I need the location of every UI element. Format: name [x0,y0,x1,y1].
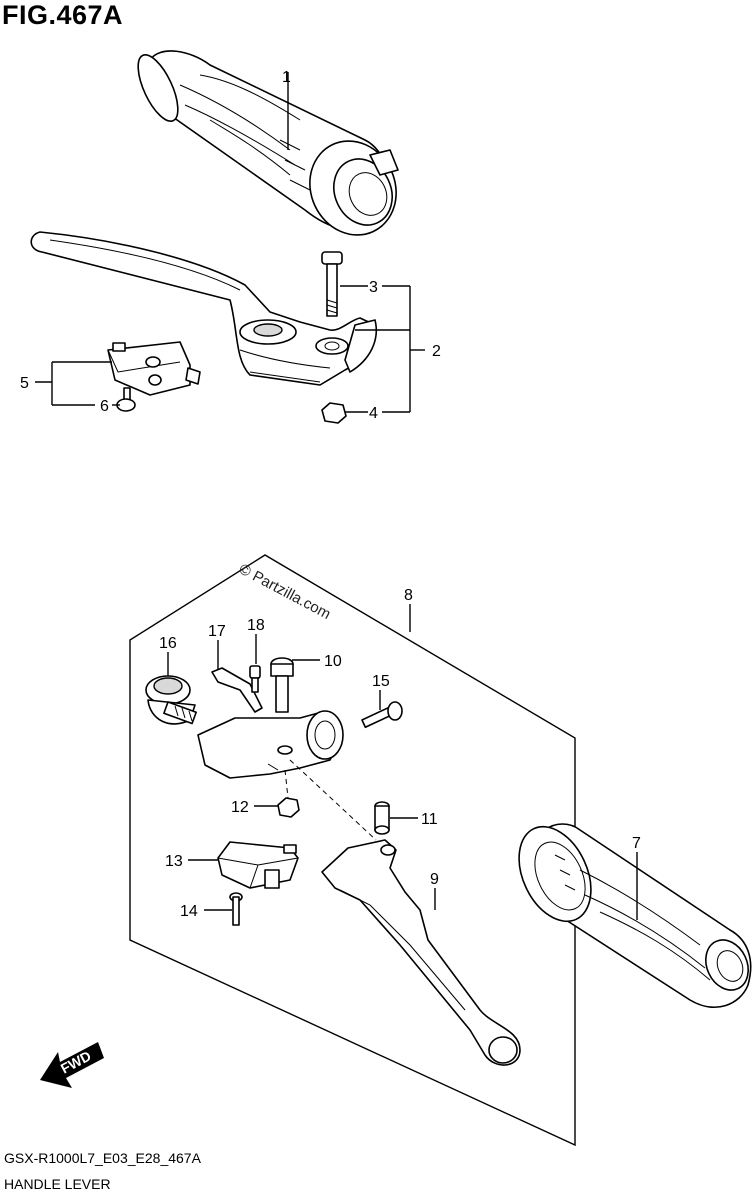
figure-title: FIG.467A [2,0,124,30]
figure-name: HANDLE LEVER [4,1176,111,1192]
callout-8: 8 [404,587,413,604]
throttle-grip-part-1[interactable] [130,49,411,249]
callout-17: 17 [208,623,226,640]
brake-switch-part-5[interactable] [107,341,201,396]
leader-lines-bottom [167,634,638,920]
leader-lines-top [35,72,425,413]
lever-holder [197,710,344,779]
bolt-part-15[interactable] [361,701,403,729]
screw-part-14[interactable] [229,892,243,926]
clutch-lever-part-9[interactable] [321,839,521,1066]
callout-14: 14 [180,903,198,920]
left-grip-part-7[interactable] [505,815,755,1009]
callout-16: 16 [159,635,177,652]
screw-part-6[interactable] [116,387,136,412]
callout-15: 15 [372,673,390,690]
callout-12: 12 [231,799,249,816]
callout-9: 9 [430,871,439,888]
callout-3: 3 [369,279,378,296]
adjuster-part-16[interactable] [145,675,197,725]
nut-part-12[interactable] [277,797,300,818]
watermark: © Partzilla.com [236,561,333,623]
nut-part-4[interactable] [321,402,347,424]
forward-direction-arrow: FWD [40,1042,104,1088]
screw-part-18[interactable] [249,665,261,693]
bushing-part-11[interactable] [374,801,390,835]
figure-code: GSX-R1000L7_E03_E28_467A [4,1150,201,1166]
callout-10: 10 [324,653,342,670]
assembly-outline-part-8 [129,554,576,1147]
callout-13: 13 [165,853,183,870]
callout-4: 4 [369,405,378,422]
clutch-switch-part-13[interactable] [217,841,299,889]
callout-6: 6 [100,398,109,415]
callout-11: 11 [421,811,438,828]
callout-7: 7 [632,835,641,852]
callout-2: 2 [432,343,441,360]
brake-lever-part-2[interactable] [30,231,377,386]
pivot-bolt-part-10[interactable] [270,657,294,713]
callout-5: 5 [20,375,29,392]
callout-labels: 1 2 3 4 5 6 7 8 9 10 11 12 13 14 15 16 1… [20,69,641,920]
bracket-part-17[interactable] [211,667,263,713]
callout-18: 18 [247,617,265,634]
callout-1: 1 [282,69,291,86]
assembly-dashed-lines [284,759,377,841]
pivot-bolt-part-3[interactable] [321,251,343,317]
